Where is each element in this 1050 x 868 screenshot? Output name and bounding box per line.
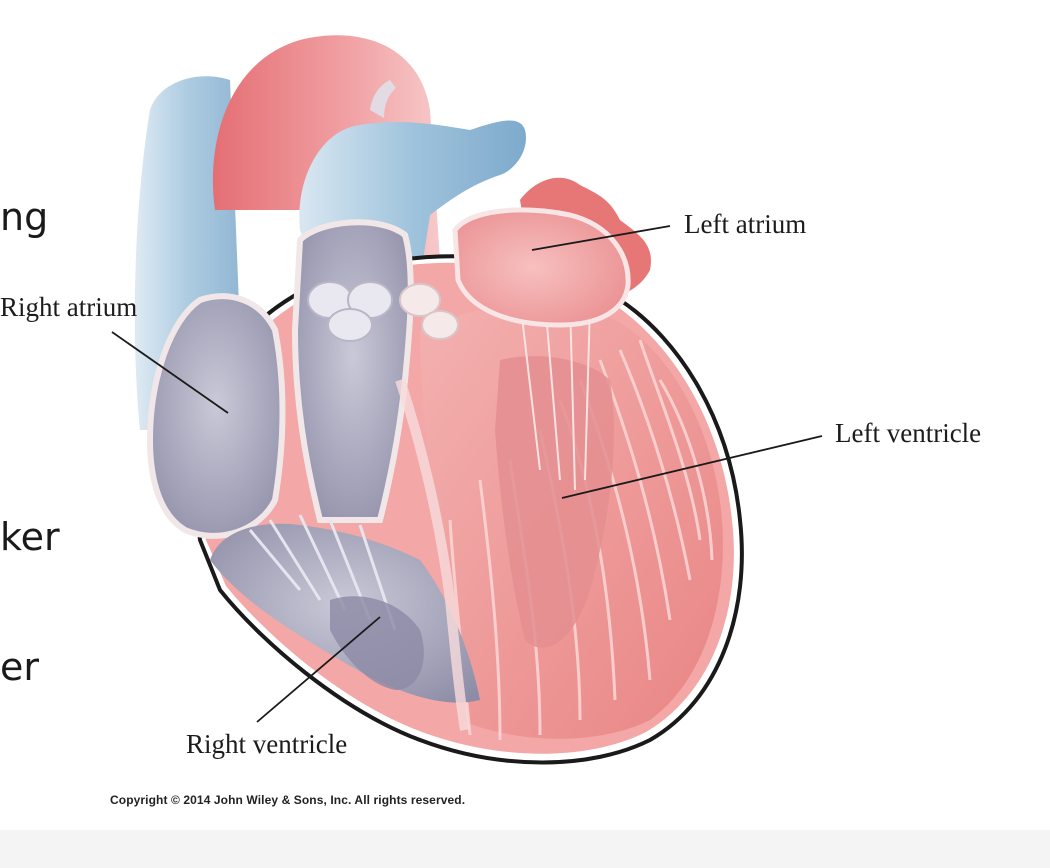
- slide-text-fragment: ng: [0, 195, 49, 239]
- left-ventricle-cavity: [495, 356, 614, 648]
- chordae-left: [519, 299, 591, 491]
- leader-line-left-atrium: [531, 225, 671, 251]
- papillary-muscle: [330, 596, 424, 690]
- leader-line-right-ventricle: [256, 616, 381, 723]
- aortic-valve: [399, 283, 459, 340]
- aortic-branch: [370, 80, 396, 118]
- label-left-atrium: Left atrium: [684, 209, 807, 239]
- slide-text-fragment: er: [0, 645, 40, 689]
- left-atrium: [452, 207, 631, 328]
- slide-text-fragment: ker: [0, 515, 60, 559]
- pulmonary-valve: [307, 281, 393, 342]
- label-right-ventricle: Right ventricle: [186, 729, 348, 759]
- right-atrium: [146, 293, 286, 539]
- leader-line-right-atrium: [111, 331, 229, 414]
- label-left-ventricle: Left ventricle: [835, 418, 982, 448]
- interventricular-septum: [395, 378, 470, 731]
- label-right-atrium: Right atrium: [0, 292, 138, 322]
- leader-line-left-ventricle: [561, 435, 823, 499]
- bottom-band: [0, 830, 1050, 868]
- copyright-notice: Copyright © 2014 John Wiley & Sons, Inc.…: [110, 793, 466, 807]
